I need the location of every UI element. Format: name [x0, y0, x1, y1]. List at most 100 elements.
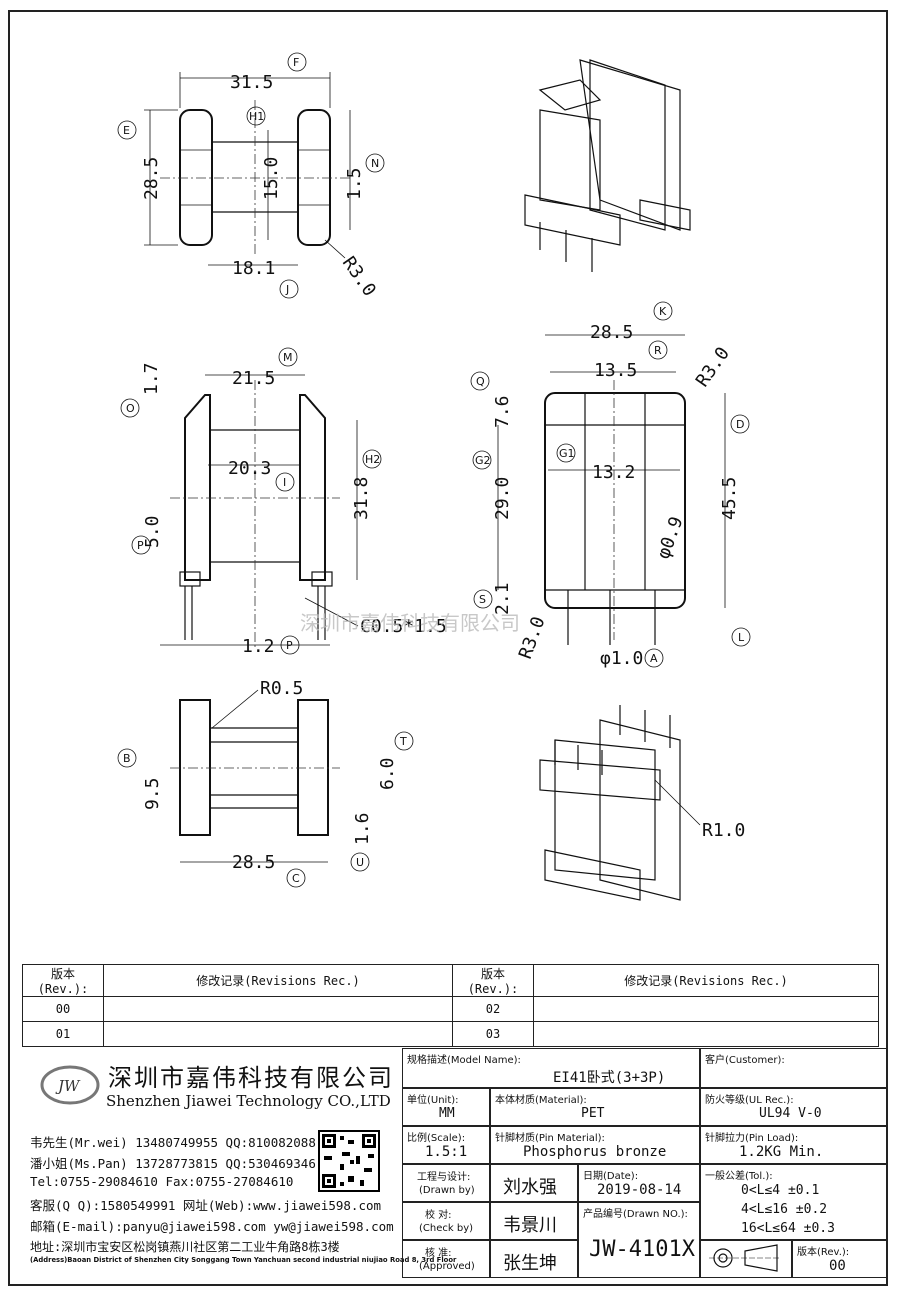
cell-projection: [700, 1240, 792, 1278]
dim-q: 7.6: [492, 395, 513, 428]
contact-address-en: (Address)Baoan District of Shenzhen City…: [30, 1256, 457, 1264]
rec-header-2: 修改记录(Revisions Rec.): [533, 964, 879, 997]
model-value: EI41卧式(3+3P): [553, 1070, 666, 1086]
rev-03: 03: [452, 1021, 534, 1047]
marker-p: P: [137, 539, 144, 552]
marker-n: N: [371, 157, 379, 170]
rev-00: 00: [22, 996, 104, 1022]
front-view: 28.5 13.5 R3.0 7.6 13.2 29.0 45.5 φ0.9 2…: [492, 322, 740, 669]
pin-material-label: 针脚材质(Pin Material):: [495, 1133, 605, 1144]
dim-r: 13.5: [594, 360, 637, 381]
contact-address: 地址:深圳市宝安区松岗镇燕川社区第二工业牛角路8栋3楼: [30, 1240, 340, 1254]
iso-view-top: [524, 59, 691, 272]
engineering-drawing: 31.5 28.5 15.0 1.5 18.1 R3.0: [117, 52, 751, 901]
marker-g2: G2: [475, 454, 491, 467]
dim-r05: R0.5: [260, 678, 303, 699]
material-label: 本体材质(Material):: [495, 1095, 587, 1106]
marker-b: B: [123, 752, 131, 765]
contact-tel: Tel:0755-29084610 Fax:0755-27084610: [30, 1174, 294, 1189]
model-label: 规格描述(Model Name):: [407, 1055, 521, 1066]
approve-by: (Approved): [419, 1261, 475, 1272]
rev-01: 01: [22, 1021, 104, 1047]
marker-a: A: [650, 652, 658, 665]
company-name-cn: 深圳市嘉伟科技有限公司: [108, 1064, 394, 1092]
dno-value: JW-4101X: [589, 1237, 695, 1262]
dim-p2: 1.2: [242, 636, 275, 657]
cell-scale: 比例(Scale): 1.5:1: [402, 1126, 490, 1164]
cell-customer: 客户(Customer):: [700, 1048, 888, 1088]
scale-label: 比例(Scale):: [407, 1133, 466, 1144]
approve-label: 核 准:: [425, 1248, 452, 1259]
unit-value: MM: [439, 1106, 455, 1121]
dim-p: 5.0: [142, 515, 163, 548]
drawing-frame: [8, 10, 888, 1286]
marker-m: M: [283, 351, 293, 364]
drawn-by: (Drawn by): [419, 1185, 475, 1196]
marker-h1: H1: [249, 110, 264, 123]
dim-f: 31.5: [230, 72, 273, 93]
tol-3: 16<L≤64 ±0.3: [741, 1221, 835, 1236]
dim-g2: 29.0: [492, 477, 513, 520]
cell-ul: 防火等级(UL Rec.): UL94 V-0: [700, 1088, 888, 1126]
dim-r30b: R3.0: [515, 614, 550, 662]
cell-drawn: 刘水强: [490, 1164, 578, 1202]
watermark: 深圳市嘉伟科技有限公司: [300, 611, 520, 635]
ul-value: UL94 V-0: [759, 1106, 822, 1121]
tol-label: 一般公差(Tol.):: [705, 1171, 773, 1182]
company-name-en: Shenzhen Jiawei Technology CO.,LTD: [106, 1092, 391, 1110]
pin-material-value: Phosphorus bronze: [523, 1144, 667, 1160]
marker-f: F: [293, 56, 299, 69]
ver-value: 00: [829, 1258, 846, 1274]
cell-drawing-no: 产品编号(Drawn NO.): JW-4101X: [578, 1202, 700, 1278]
contact-qq: 客服(Q Q):1580549991 网址(Web):www.jiawei598…: [30, 1198, 382, 1213]
cell-model: 规格描述(Model Name): EI41卧式(3+3P): [402, 1048, 700, 1088]
dim-t: 6.0: [377, 757, 398, 790]
rev-header-2: 版本(Rev.):: [452, 964, 534, 997]
contact-email: 邮箱(E-mail):panyu@jiawei598.com yw@jiawei…: [30, 1219, 394, 1234]
bottom-view: R0.5 9.5 6.0 1.6 28.5: [142, 678, 398, 873]
ul-label: 防火等级(UL Rec.):: [705, 1095, 794, 1106]
check-label: 校 对:: [425, 1210, 452, 1221]
contact-wei: 韦先生(Mr.wei) 13480749955 QQ:810082088: [30, 1135, 316, 1150]
company-logo: JW: [40, 1065, 100, 1105]
marker-s: S: [479, 593, 486, 606]
dim-j: 18.1: [232, 258, 275, 279]
dno-label: 产品编号(Drawn NO.):: [583, 1209, 688, 1220]
rev-02: 02: [452, 996, 534, 1022]
cell-pin-material: 针脚材质(Pin Material): Phosphorus bronze: [490, 1126, 700, 1164]
dim-b: 9.5: [142, 777, 163, 810]
marker-h2: H2: [365, 453, 380, 466]
dim-r3: R3.0: [338, 253, 380, 301]
date-value: 2019-08-14: [597, 1182, 682, 1198]
cell-date: 日期(Date): 2019-08-14: [578, 1164, 700, 1202]
cell-approve: 张生坤: [490, 1240, 578, 1278]
marker-c: C: [292, 872, 300, 885]
cell-drawn-label: 工程与设计: (Drawn by): [402, 1164, 490, 1202]
dim-c: 28.5: [232, 852, 275, 873]
dim-d: 45.5: [719, 477, 740, 520]
dim-phi09: φ0.9: [653, 514, 688, 562]
check-by: (Check by): [419, 1223, 474, 1234]
cell-approve-label: 核 准: (Approved): [402, 1240, 490, 1278]
tol-1: 0<L≤4 ±0.1: [741, 1183, 820, 1198]
dim-o: 1.7: [141, 362, 162, 395]
dim-g1: 13.2: [592, 462, 635, 483]
dim-s: 2.1: [492, 582, 513, 615]
qr-code: [318, 1130, 380, 1192]
approve-value: 张生坤: [503, 1253, 557, 1274]
marker-e: E: [123, 124, 130, 137]
marker-d: D: [736, 418, 744, 431]
check-value: 韦景川: [503, 1215, 557, 1236]
dim-u: 1.6: [352, 812, 373, 845]
rec-header: 修改记录(Revisions Rec.): [103, 964, 453, 997]
flange-right: [297, 109, 331, 246]
contact-pan: 潘小姐(Ms.Pan) 13728773815 QQ:530469346: [30, 1156, 316, 1171]
unit-label: 单位(Unit):: [407, 1095, 459, 1106]
drawn-value: 刘水强: [503, 1177, 557, 1198]
marker-o: O: [126, 402, 135, 415]
cell-version: 版本(Rev.): 00: [792, 1240, 888, 1278]
flange-left: [179, 109, 213, 246]
marker-t: T: [399, 735, 407, 748]
cell-pin-load: 针脚拉力(Pin Load): 1.2KG Min.: [700, 1126, 888, 1164]
company-block: JW 深圳市嘉伟科技有限公司 Shenzhen Jiawei Technolog…: [22, 1048, 456, 1278]
